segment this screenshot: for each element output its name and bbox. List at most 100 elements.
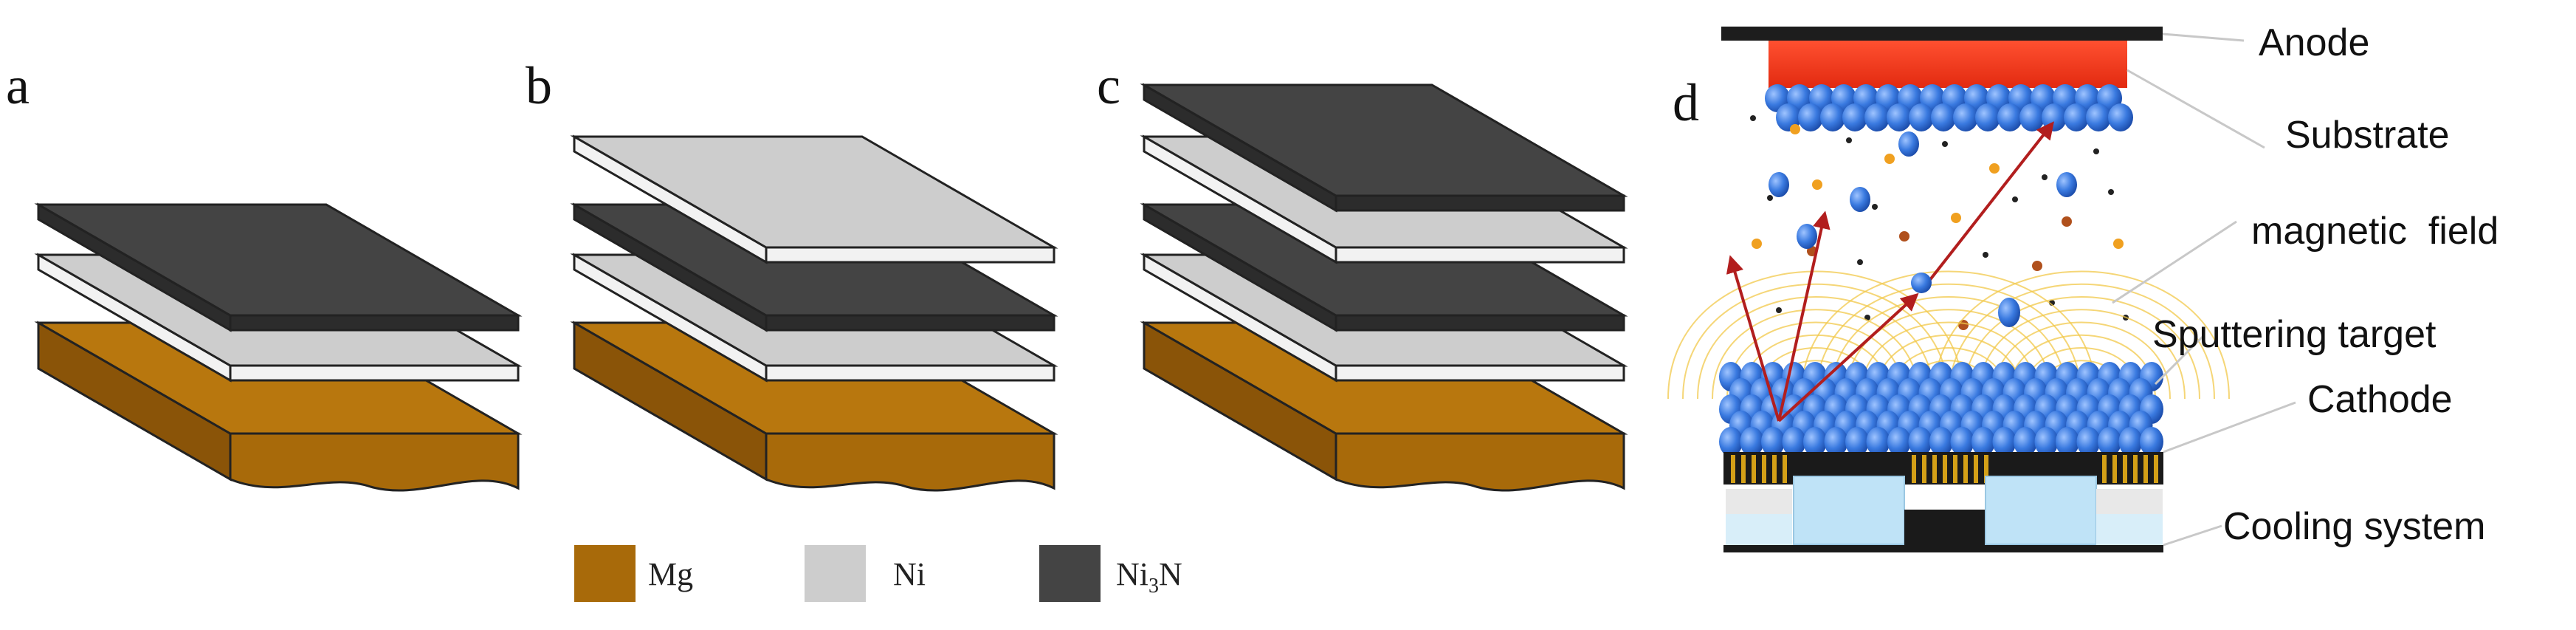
trajectory-2 [1777, 210, 1831, 422]
cathode-pins [1731, 455, 2158, 483]
panel-a-ni-layer-1-front [229, 364, 520, 382]
legend-ni3n-sub: 3 [1148, 575, 1159, 598]
deposited-atom-22 [1909, 103, 1934, 131]
panel-b-mg-layer-front [765, 432, 1055, 492]
target-atom-93 [1950, 427, 1974, 456]
deposited-atom-21 [1887, 103, 1912, 131]
deposited-atom-27 [2019, 103, 2045, 131]
cooling-channel-left [1726, 489, 1792, 514]
ion-trajectories [1726, 121, 2054, 422]
leader-magnetic [2112, 220, 2237, 304]
cathode-pin-4 [1772, 455, 1777, 483]
particle-8 [1767, 195, 1773, 201]
substrate-block [1769, 41, 2127, 88]
panel-b-ni-layer-3 [570, 134, 1058, 264]
target-atom-91 [1908, 427, 1932, 456]
legend-label-ni: Ni [893, 556, 926, 592]
base-plate [1723, 545, 2163, 552]
legend-label-ni3n: Ni3N [1116, 556, 1182, 598]
deposited-atom-23 [1931, 103, 1956, 131]
panel-a-ni3n-layer-2-top [34, 203, 523, 317]
deposited-atom-20 [1864, 103, 1890, 131]
trajectory-1 [1726, 255, 1780, 422]
cooling-block-left [1793, 476, 1905, 545]
leader-anode [2162, 32, 2245, 42]
particle-1 [1790, 124, 1800, 134]
panel-c-ni3n-layer-4-top [1140, 83, 1628, 197]
particle-2 [1846, 137, 1852, 143]
particle-12 [2012, 196, 2018, 202]
leader-cooling [2163, 524, 2222, 547]
trajectory-3 [1777, 292, 1919, 422]
floating-atom-3 [2056, 172, 2077, 197]
particle-4 [1942, 141, 1948, 147]
particle-9 [1812, 179, 1822, 190]
deposited-atom-26 [1997, 103, 2022, 131]
deposited-atoms [1765, 84, 2133, 131]
target-atom-89 [1866, 427, 1890, 456]
particle-14 [2108, 189, 2114, 195]
deposited-atom-28 [2042, 103, 2067, 131]
cathode-pin-18 [2143, 455, 2148, 483]
sputtered-particles [1750, 115, 2129, 330]
panel-a-ni3n-layer-2 [34, 202, 523, 332]
panel-c-ni3n-layer-4 [1140, 83, 1628, 213]
target-atom-86 [1803, 427, 1827, 456]
field-arc-4 [1726, 321, 1905, 400]
particle-7 [2093, 148, 2099, 154]
leader-cathode [2163, 401, 2296, 453]
cathode-pin-9 [1943, 455, 1947, 483]
field-arc-25 [1948, 283, 2215, 400]
cathode-assembly [1723, 452, 2163, 552]
panel-b-ni3n-layer-2-front [765, 314, 1055, 332]
deposited-atom-24 [1953, 103, 1978, 131]
target-atom-88 [1845, 427, 1869, 456]
cathode-pin-8 [1932, 455, 1937, 483]
panel-c-ni3n-layer-4-front [1335, 194, 1625, 212]
cooling-base-left [1726, 514, 1792, 545]
panel-b-ni-layer-1-front [765, 364, 1055, 382]
cathode-pin-14 [2102, 455, 2107, 483]
cooling-center [1904, 510, 1986, 545]
particle-22 [1776, 307, 1782, 313]
panel-a-ni3n-layer-2-front [229, 314, 520, 332]
floating-atom-2 [1850, 187, 1870, 212]
field-arc-6 [1697, 296, 1935, 400]
trajectory-4 [1925, 121, 2054, 286]
deposited-atom-31 [2108, 103, 2133, 131]
cathode-pin-6 [1912, 455, 1916, 483]
panel-c-label: c [1097, 56, 1120, 115]
target-atom-100 [2098, 427, 2121, 456]
deposited-atom-18 [1820, 103, 1845, 131]
field-arc-5 [1712, 309, 1920, 400]
particle-21 [2113, 239, 2124, 249]
particle-3 [1884, 154, 1895, 164]
panel-b-ni-layer-3-top [570, 135, 1058, 249]
particle-17 [1857, 259, 1863, 265]
deposited-atom-25 [1975, 103, 2000, 131]
cathode-pin-7 [1922, 455, 1926, 483]
panel-a-stack [34, 202, 523, 492]
panel-a-label: a [6, 56, 30, 115]
floating-atom-1 [1769, 172, 1789, 197]
target-atom-98 [2056, 427, 2079, 456]
target-atom-90 [1887, 427, 1911, 456]
target-atom-96 [2014, 427, 2037, 456]
particle-10 [1872, 204, 1878, 210]
target-atom-101 [2118, 427, 2143, 456]
leader-target [2154, 335, 2205, 386]
leader-substrate [2126, 69, 2265, 149]
target-atom-92 [1929, 427, 1953, 456]
particle-19 [1983, 252, 1988, 258]
panel-a-mg-layer-front [229, 432, 520, 492]
legend-ni3n-base: Ni [1116, 556, 1148, 592]
panel-b-stack [570, 134, 1058, 492]
cathode-pin-11 [1963, 455, 1968, 483]
cathode-pin-12 [1974, 455, 1978, 483]
floating-atom-4 [1797, 224, 1817, 249]
sputtering-labels: Anode Substrate magnetic field Sputterin… [2152, 21, 2498, 548]
panel-c-stack [1140, 83, 1628, 492]
particle-6 [2042, 174, 2048, 180]
particle-18 [1899, 231, 1909, 242]
